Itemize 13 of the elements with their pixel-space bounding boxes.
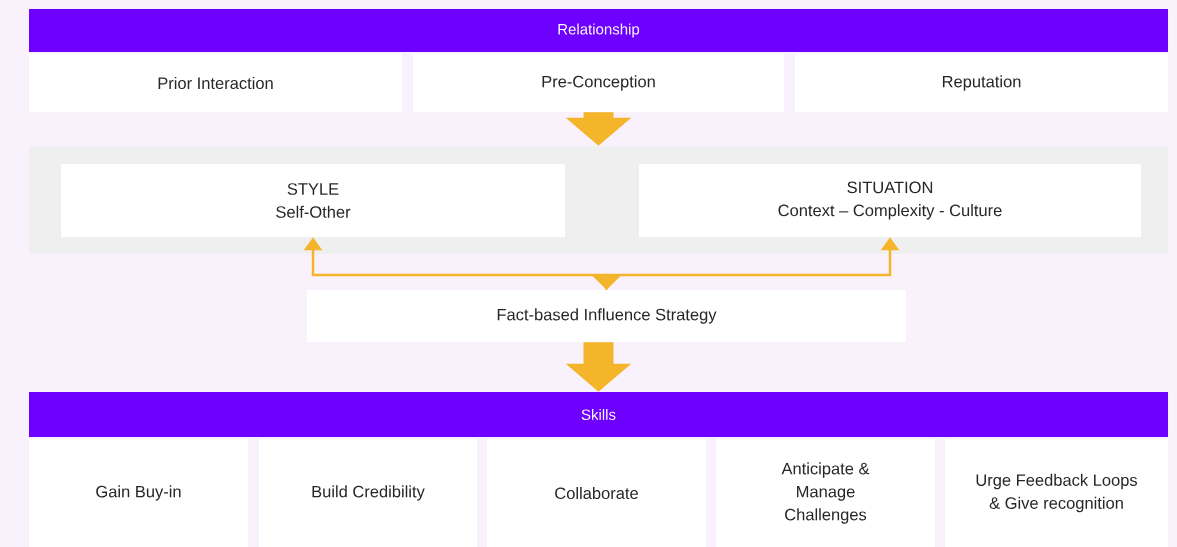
text-box: Collaborate	[487, 439, 706, 547]
header-band: Relationship	[29, 9, 1168, 52]
text-box: Anticipate & Manage Challenges	[716, 439, 935, 547]
text-box: Pre-Conception	[413, 54, 784, 112]
text-box: SITUATION Context – Complexity - Culture	[639, 164, 1141, 237]
text-box: Prior Interaction	[29, 54, 402, 112]
text-box: Urge Feedback Loops & Give recognition	[945, 439, 1168, 547]
text-box: Fact-based Influence Strategy	[307, 290, 906, 342]
text-box: STYLE Self-Other	[61, 164, 565, 237]
text-box: Gain Buy-in	[29, 439, 248, 547]
header-band: Skills	[29, 392, 1168, 437]
text-box: Build Credibility	[259, 439, 477, 547]
text-box: Reputation	[795, 54, 1168, 112]
